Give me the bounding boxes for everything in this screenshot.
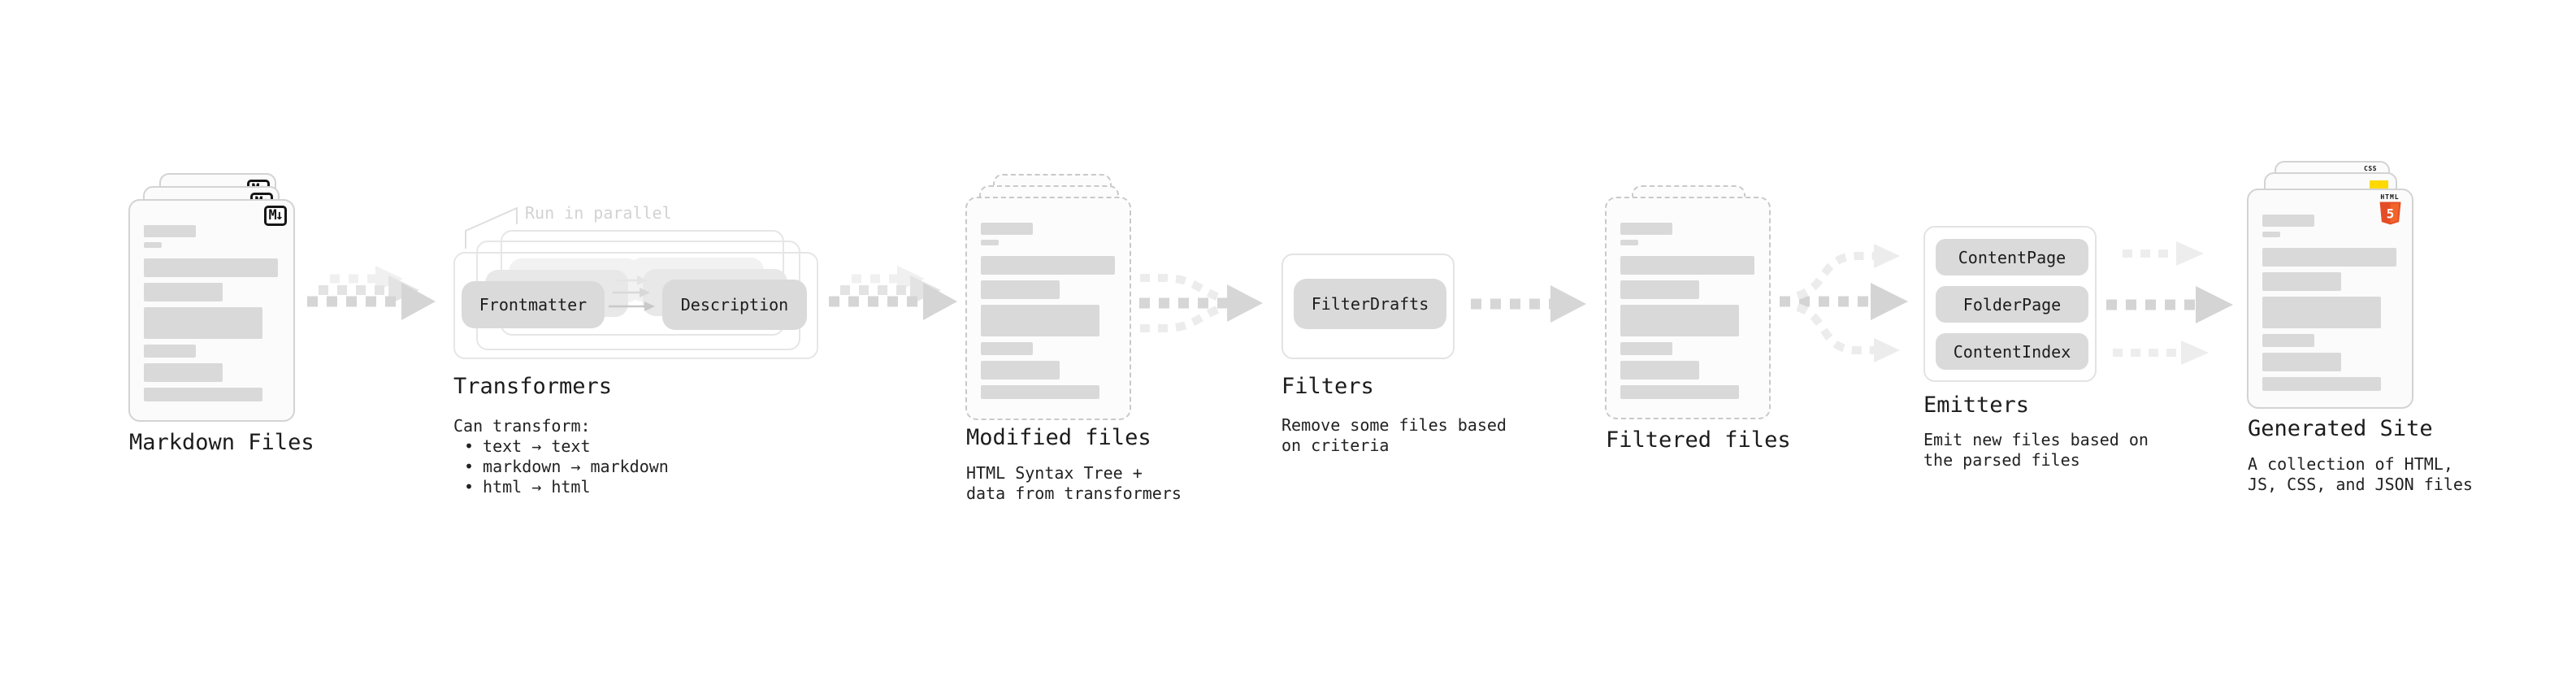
markdown-icon: M↓ bbox=[263, 206, 287, 226]
css-label: CSS bbox=[2364, 165, 2377, 172]
text-placeholder-lines bbox=[981, 223, 1115, 399]
emitter-pill-contentindex: ContentIndex bbox=[1936, 333, 2088, 370]
bullet-text: html → html bbox=[483, 477, 591, 497]
text-line bbox=[981, 305, 1099, 336]
text-line bbox=[981, 280, 1060, 299]
emitters-subtitle: Emit new files based on the parsed files bbox=[1923, 430, 2149, 471]
text-line bbox=[981, 223, 1033, 235]
text-line bbox=[1620, 305, 1739, 336]
text-line bbox=[1620, 385, 1739, 399]
text-line bbox=[144, 363, 223, 382]
text-line bbox=[144, 258, 278, 277]
modified-files-subtitle: HTML Syntax Tree + data from transformer… bbox=[966, 463, 1182, 504]
text-line bbox=[981, 385, 1099, 399]
subtitle-line: on criteria bbox=[1281, 436, 1390, 455]
text-line bbox=[1620, 256, 1754, 275]
transformer-pill-frontmatter: Frontmatter bbox=[462, 281, 605, 328]
transformers-title: Transformers bbox=[453, 374, 613, 399]
bullet-glyph: • bbox=[464, 477, 475, 497]
arrow-markdown-to-transformers bbox=[307, 266, 436, 320]
transformer-pill-description: Description bbox=[662, 280, 807, 330]
run-in-parallel-leader-line bbox=[465, 207, 518, 249]
text-line bbox=[2262, 248, 2396, 267]
text-line bbox=[1620, 240, 1638, 245]
js-icon bbox=[2370, 180, 2388, 191]
text-line bbox=[2262, 377, 2381, 391]
text-line bbox=[2262, 297, 2381, 328]
text-placeholder-lines bbox=[1620, 223, 1754, 399]
emitter-pill-contentpage: ContentPage bbox=[1936, 239, 2088, 275]
arrow-transformers-to-modified bbox=[829, 266, 957, 320]
subtitle-line: Remove some files based bbox=[1281, 415, 1507, 435]
bullet-text: text → text bbox=[483, 436, 591, 456]
text-line bbox=[144, 242, 162, 248]
text-line bbox=[981, 240, 999, 245]
modified-file-card bbox=[965, 197, 1131, 420]
text-line bbox=[144, 345, 196, 358]
bullet-item: • html → html bbox=[453, 477, 669, 497]
filters-subtitle: Remove some files based on criteria bbox=[1281, 415, 1507, 456]
bullet-glyph: • bbox=[464, 457, 475, 476]
subtitle-line: JS, CSS, and JSON files bbox=[2248, 475, 2473, 494]
run-in-parallel-label: Run in parallel bbox=[525, 203, 672, 223]
text-line bbox=[144, 388, 262, 401]
bullet-glyph: • bbox=[464, 436, 475, 456]
arrow-filters-to-filtered bbox=[1471, 285, 1586, 323]
emitters-panel: ContentPage FolderPage ContentIndex bbox=[1923, 226, 2097, 382]
generated-site-title: Generated Site bbox=[2248, 416, 2433, 441]
filtered-files-title: Filtered files bbox=[1606, 427, 1791, 453]
text-line bbox=[2262, 353, 2341, 371]
modified-files-title: Modified files bbox=[966, 425, 1151, 450]
bullet-item: • text → text bbox=[453, 436, 669, 457]
text-line bbox=[1620, 361, 1699, 380]
text-line bbox=[1620, 280, 1699, 299]
text-line bbox=[1620, 223, 1672, 235]
text-line bbox=[2262, 272, 2341, 291]
subtitle-line: A collection of HTML, bbox=[2248, 454, 2453, 474]
filters-panel: FilterDrafts bbox=[1281, 254, 1455, 359]
filters-title: Filters bbox=[1281, 374, 1374, 399]
text-line bbox=[2262, 232, 2280, 237]
text-line bbox=[2262, 215, 2314, 227]
generated-site-subtitle: A collection of HTML, JS, CSS, and JSON … bbox=[2248, 454, 2473, 495]
emitters-title: Emitters bbox=[1923, 393, 2030, 418]
filtered-file-card bbox=[1605, 197, 1771, 419]
parallel-transform-arrows bbox=[609, 275, 655, 311]
text-line bbox=[2262, 334, 2314, 347]
svg-text:5: 5 bbox=[2386, 206, 2394, 222]
text-line bbox=[1620, 342, 1672, 355]
subtitle-line: HTML Syntax Tree + bbox=[966, 463, 1143, 483]
emitter-pill-folderpage: FolderPage bbox=[1936, 286, 2088, 323]
arrow-filtered-to-emitters-diverge bbox=[1780, 244, 1908, 362]
markdown-file-card: M↓ bbox=[128, 199, 295, 422]
bullet-text: markdown → markdown bbox=[483, 457, 669, 476]
subtitle-line: data from transformers bbox=[966, 484, 1182, 503]
transformers-description: Can transform: • text → text • markdown → … bbox=[453, 416, 669, 497]
text-line bbox=[144, 307, 262, 339]
markdown-files-title: Markdown Files bbox=[129, 430, 314, 455]
html5-icon: HTML 5 bbox=[2377, 193, 2403, 225]
html5-label: HTML bbox=[2380, 193, 2400, 201]
arrow-modified-to-filters-converge bbox=[1139, 274, 1263, 332]
text-line bbox=[144, 283, 223, 301]
text-placeholder-lines bbox=[144, 225, 278, 401]
transformer-box-front bbox=[453, 252, 818, 359]
text-line bbox=[981, 342, 1033, 355]
generated-file-card-html: HTML 5 bbox=[2247, 189, 2413, 409]
bullet-item: • markdown → markdown bbox=[453, 457, 669, 477]
arrow-emitters-to-generated bbox=[2106, 241, 2233, 365]
text-line bbox=[981, 361, 1060, 380]
filter-pill-filterdrafts: FilterDrafts bbox=[1294, 279, 1446, 329]
html5-shield: 5 bbox=[2379, 202, 2400, 225]
subtitle-line: the parsed files bbox=[1923, 450, 2080, 470]
text-line bbox=[144, 225, 196, 237]
text-line bbox=[981, 256, 1115, 275]
text-placeholder-lines bbox=[2262, 215, 2396, 391]
subtitle-line: Emit new files based on bbox=[1923, 430, 2149, 449]
can-transform-heading: Can transform: bbox=[453, 416, 591, 436]
